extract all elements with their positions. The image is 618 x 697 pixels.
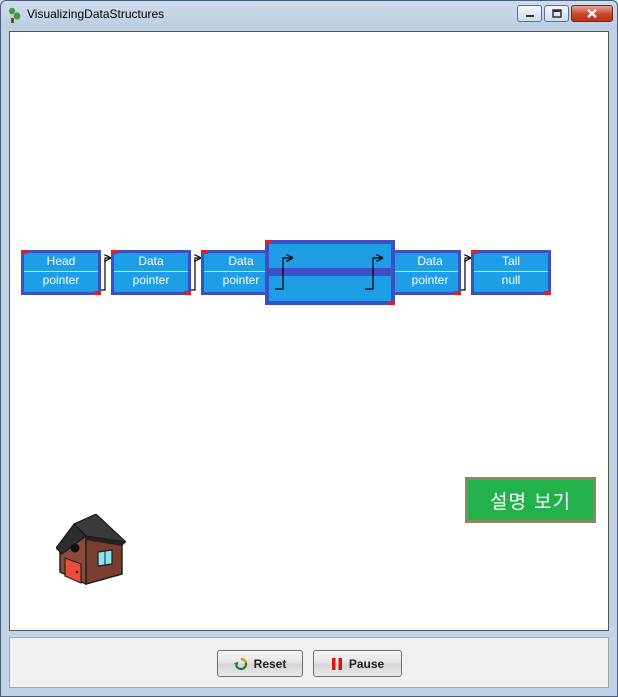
node-field-top: Tail [474, 253, 548, 272]
node-field-top: Data [384, 253, 458, 272]
node-divider [269, 268, 391, 276]
inserting-node[interactable] [265, 240, 395, 305]
control-panel: Reset Pause [9, 637, 609, 688]
pause-button[interactable]: Pause [313, 650, 402, 677]
node-field-bottom [269, 276, 391, 301]
window-title: VisualizingDataStructures [27, 7, 165, 21]
minimize-icon [525, 14, 534, 17]
node-field-top: Head [24, 253, 98, 272]
maximize-icon [551, 9, 562, 18]
explain-button[interactable]: 설명 보기 [465, 477, 596, 523]
node-corner-marker [388, 301, 395, 305]
node-field-bottom: null [501, 273, 521, 287]
node-field-bottom: pointer [411, 273, 449, 287]
minimize-button[interactable] [517, 5, 542, 22]
node-field-bottom: pointer [222, 273, 260, 287]
pause-label: Pause [348, 656, 385, 671]
node-corner-marker [471, 250, 478, 254]
linked-list-node[interactable]: Data pointer [111, 250, 191, 295]
arrow-icon [191, 258, 200, 291]
arrow-icon [101, 258, 110, 291]
title-bar[interactable]: VisualizingDataStructures [1, 1, 617, 29]
reset-icon [233, 657, 247, 670]
node-corner-marker [111, 250, 118, 254]
visualization-canvas[interactable]: Head pointer Data pointer Data pointer D… [9, 31, 609, 631]
node-corner-marker [454, 291, 461, 295]
node-corner-marker [544, 291, 551, 295]
node-corner-marker [184, 291, 191, 295]
node-field-bottom: pointer [42, 273, 80, 287]
house-icon[interactable] [56, 514, 126, 586]
linked-list-node-head[interactable]: Head pointer [21, 250, 101, 295]
arrow-icon [461, 258, 470, 291]
node-field-top [269, 244, 391, 268]
node-field-top: Data [204, 253, 278, 272]
node-corner-marker [94, 291, 101, 295]
node-corner-marker [21, 250, 28, 254]
node-corner-marker [265, 240, 272, 244]
node-field-bottom: pointer [132, 273, 170, 287]
close-icon [587, 9, 597, 18]
close-button[interactable] [571, 5, 613, 22]
reset-label: Reset [253, 656, 287, 671]
reset-button[interactable]: Reset [217, 650, 303, 677]
node-field-top: Data [114, 253, 188, 272]
maximize-button[interactable] [544, 5, 569, 22]
pause-icon [331, 657, 342, 670]
app-icon [9, 7, 21, 23]
linked-list-node-tail[interactable]: Tail null [471, 250, 551, 295]
node-corner-marker [201, 250, 208, 254]
